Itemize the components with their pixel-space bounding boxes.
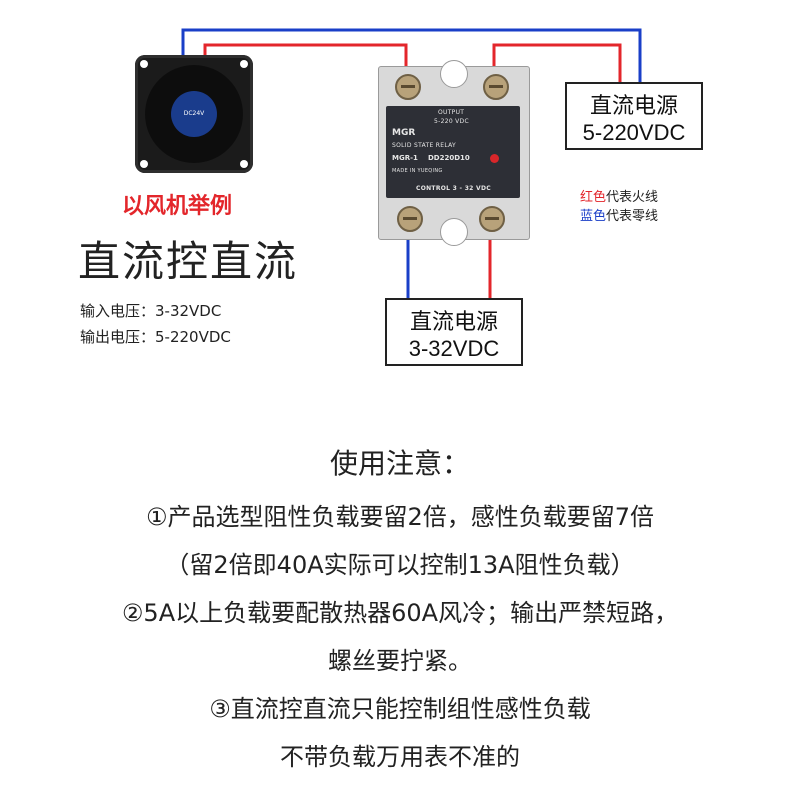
output-terminal-left [395, 74, 421, 100]
relay-model-prefix: MGR-1 [392, 154, 418, 162]
note-line-1: ①产品选型阻性负载要留2倍，感性负载要留7倍 [145, 503, 655, 531]
relay-brand: MGR [392, 128, 416, 138]
relay-model: DD220D10 [428, 154, 470, 162]
input-source-name: 直流电源 [409, 309, 498, 334]
relay-made-in: MADE IN YUEQING [392, 168, 443, 174]
output-power-source-box: 直流电源 5-220VDC [565, 82, 703, 150]
note-line-4: 螺丝要拧紧。 [328, 647, 472, 675]
relay-label-plate: OUTPUT 5-220 VDC MGR SOLID STATE RELAY M… [386, 106, 520, 198]
legend-blue: 蓝色代表零线 [580, 205, 658, 224]
legend-red-word: 红色 [580, 190, 607, 205]
cooling-fan-icon: DC24V [135, 55, 253, 173]
legend-red-text: 代表火线 [606, 190, 659, 205]
output-source-range: 5-220VDC [582, 120, 686, 145]
main-title: 直流控直流 [78, 237, 299, 286]
output-terminal-right [483, 74, 509, 100]
legend-blue-text: 代表零线 [606, 209, 659, 224]
relay-output-range: 5-220 VDC [434, 118, 469, 125]
note-line-5: ③直流控直流只能控制组性感性负载 [209, 695, 591, 723]
note-line-2: （留2倍即40A实际可以控制13A阻性负载） [165, 551, 635, 579]
red-wire-output [492, 43, 622, 82]
relay-control-label: CONTROL 3 - 32 VDC [416, 185, 491, 192]
solid-state-relay-icon: OUTPUT 5-220 VDC MGR SOLID STATE RELAY M… [378, 60, 530, 246]
legend-blue-word: 蓝色 [580, 209, 607, 224]
note-line-3: ②5A以上负载要配散热器60A风冷；输出严禁短路， [121, 599, 679, 627]
relay-output-label: OUTPUT [438, 109, 465, 116]
output-source-name: 直流电源 [589, 93, 678, 118]
input-voltage-spec: 输入电压：3-32VDC [80, 302, 222, 320]
notes-heading: 使用注意： [329, 447, 470, 480]
output-voltage-spec: 输出电压：5-220VDC [80, 328, 231, 346]
note-line-6: 不带负载万用表不准的 [280, 743, 520, 771]
red-wire-fan [203, 43, 408, 78]
blue-wire-output [181, 28, 642, 82]
input-source-range: 3-32VDC [408, 336, 500, 361]
legend-red: 红色代表火线 [580, 186, 658, 205]
input-power-source-box: 直流电源 3-32VDC [385, 298, 523, 366]
relay-type: SOLID STATE RELAY [392, 142, 457, 149]
example-title: 以风机举例 [122, 194, 233, 219]
fan-hub-label: DC24V [171, 91, 217, 137]
control-terminal-left [397, 206, 423, 232]
control-terminal-right [479, 206, 505, 232]
status-led-icon [490, 154, 499, 163]
